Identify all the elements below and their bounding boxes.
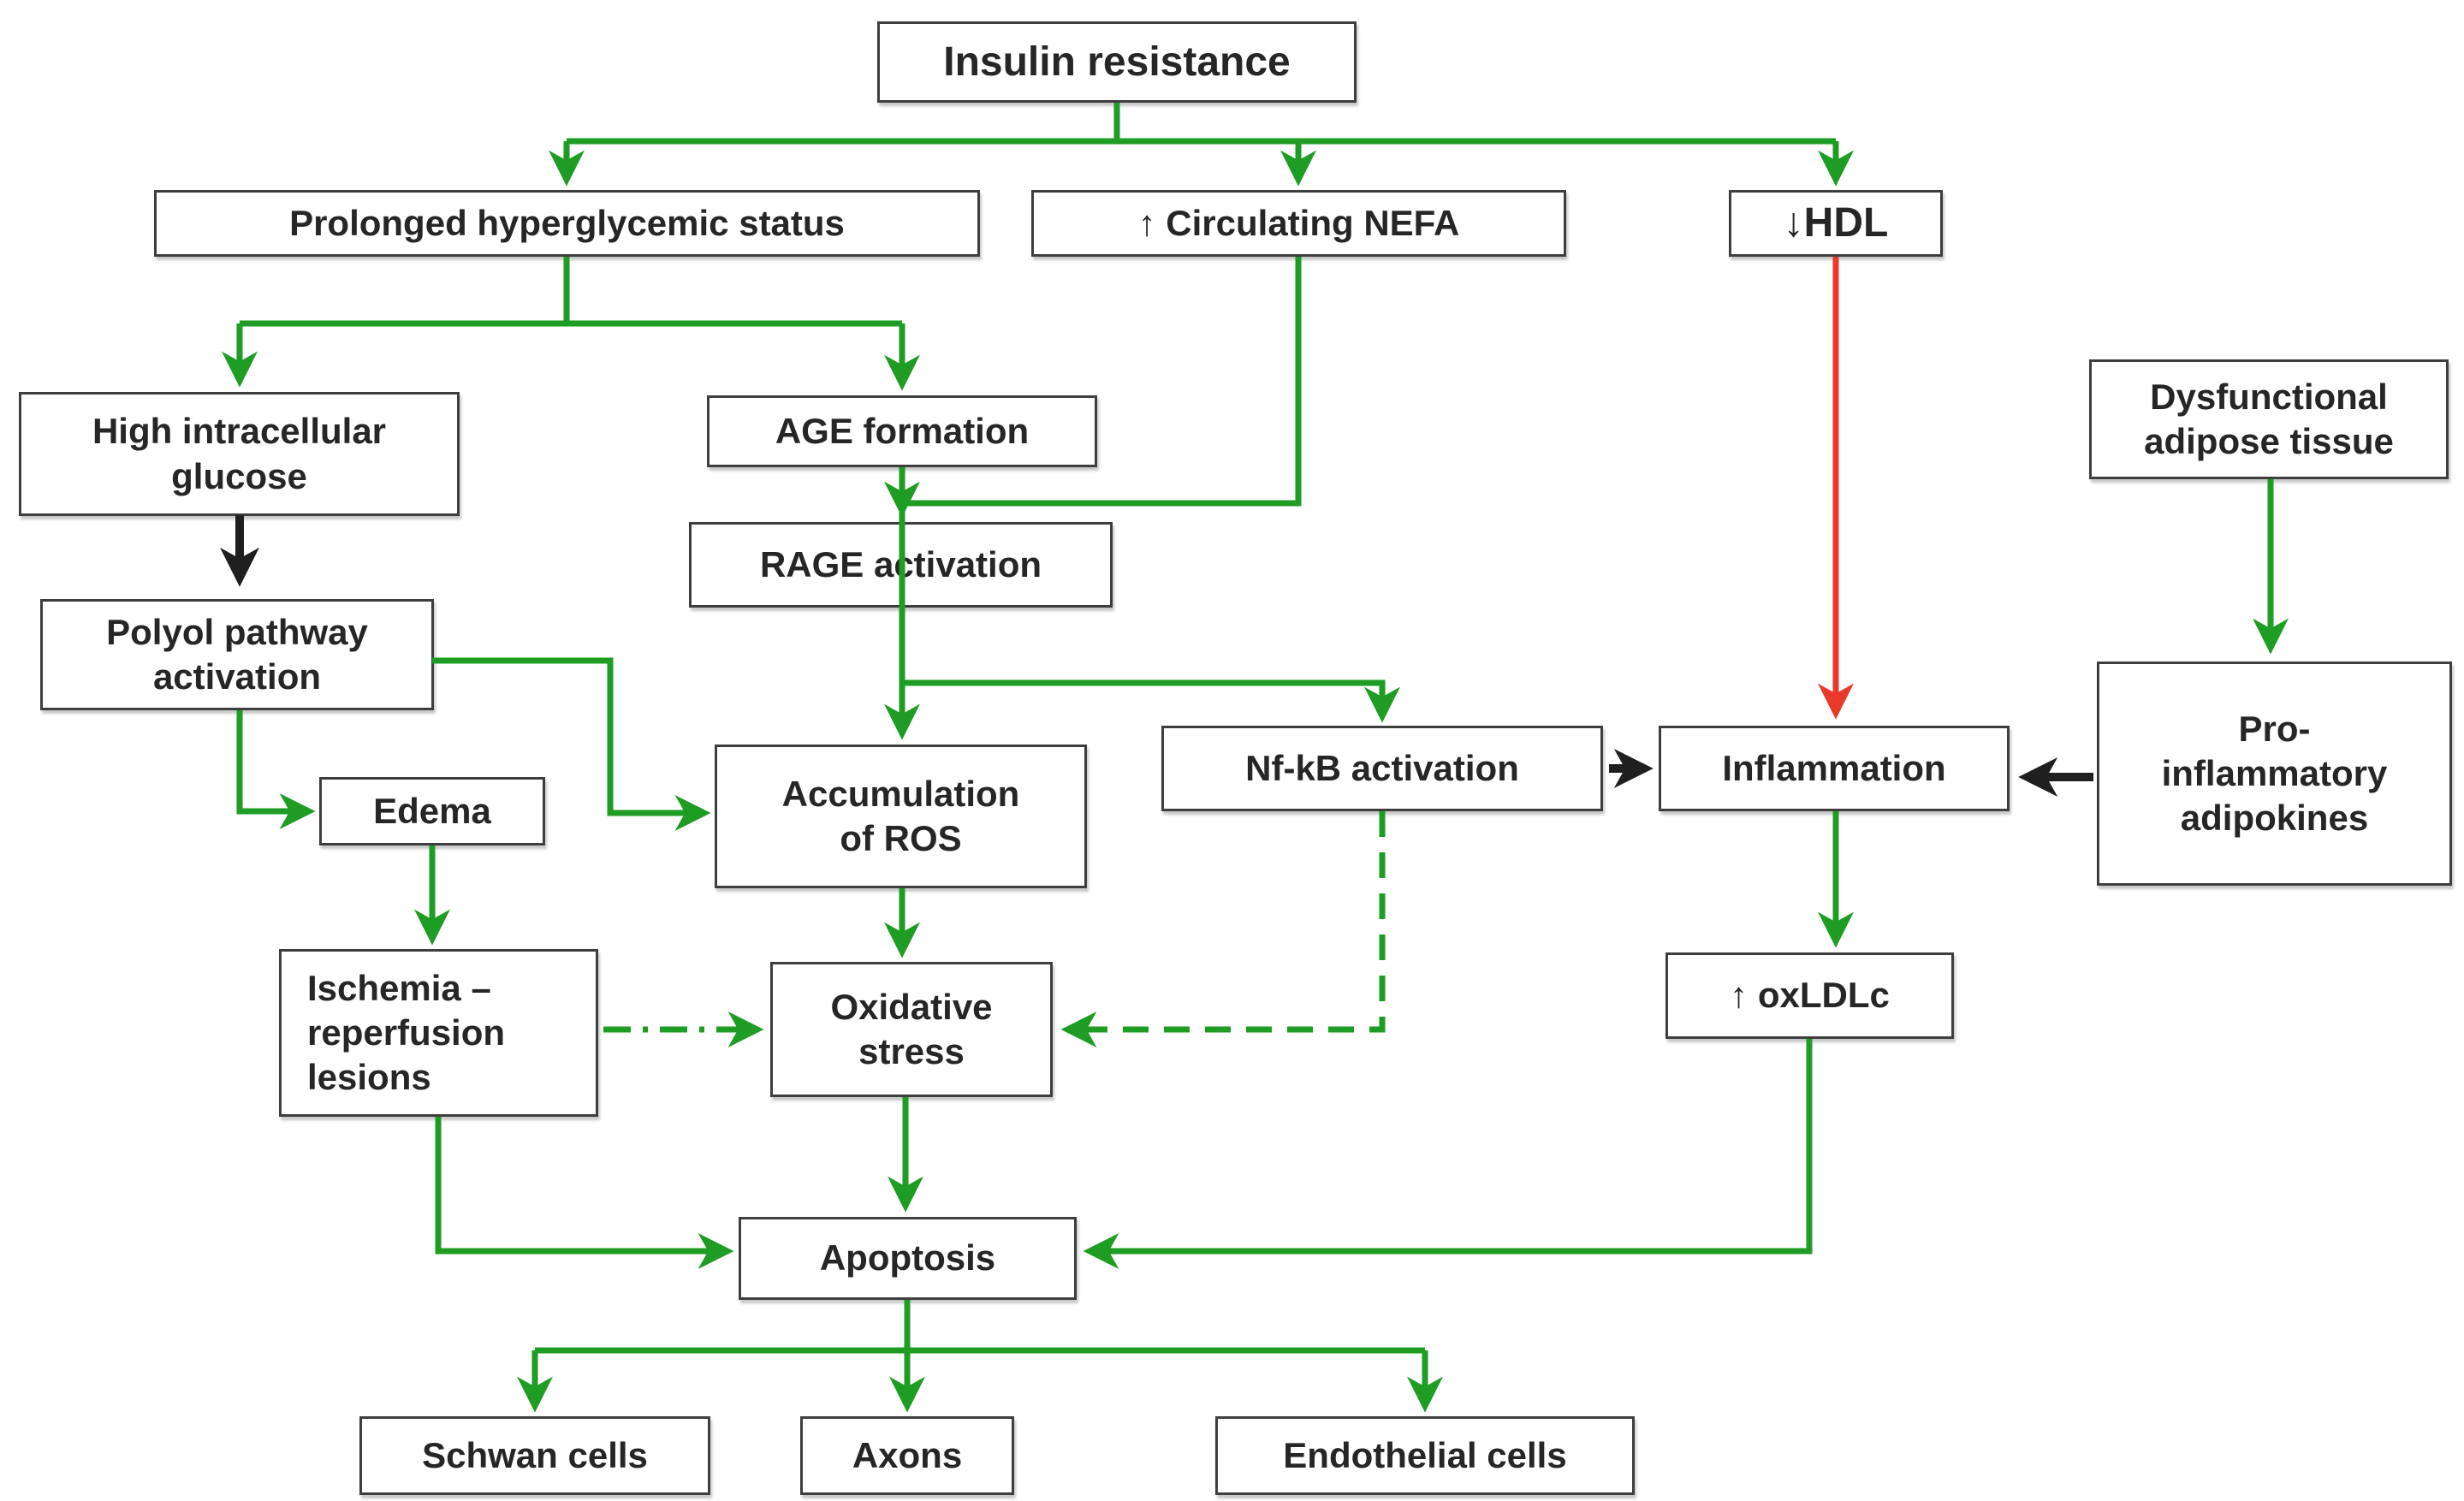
edge-polyol-to-edema [236,710,316,829]
node-polyol-pathway-activation: Polyol pathway activation [40,599,434,710]
edge-ischemia-to-apoptosis [435,1117,734,1269]
node-ischemia-reperfusion-lesions: Ischemia – reperfusion lesions [279,949,598,1117]
node-axons: Axons [800,1416,1014,1495]
node-dysfunctional-adipose-tissue: Dysfunctional adipose tissue [2089,359,2449,479]
node-accumulation-of-ros: Accumulation of ROS [715,745,1087,888]
node-edema: Edema [319,777,545,845]
edge-oxldlc-to-apoptosis [1083,1039,1813,1269]
node-prolonged-hyperglycemic-status: Prolonged hyperglycemic status [154,190,980,257]
node-pro-inflammatory-adipokines: Pro- inflammatory adipokines [2097,662,2452,886]
node-oxidative-stress: Oxidative stress [770,962,1053,1097]
node-hdl: ↓HDL [1729,190,1943,257]
node-inflammation: Inflammation [1659,726,2010,811]
node-circulating-nefa: ↑ Circulating NEFA [1031,190,1566,257]
node-rage-activation: RAGE activation [689,522,1113,608]
node-oxldlc: ↑ oxLDLc [1665,952,1954,1039]
edge-nfkb-to-oxidative [1060,811,1386,1047]
node-age-formation: AGE formation [707,395,1097,467]
node-schwan-cells: Schwan cells [359,1416,710,1495]
node-nfkb-activation: Nf-kB activation [1161,726,1603,811]
node-apoptosis: Apoptosis [739,1217,1077,1300]
edge-rage-to-nfkb [902,679,1400,723]
node-insulin-resistance: Insulin resistance [877,21,1357,103]
node-endothelial-cells: Endothelial cells [1215,1416,1635,1495]
node-high-intracellular-glucose: High intracellular glucose [19,392,460,516]
